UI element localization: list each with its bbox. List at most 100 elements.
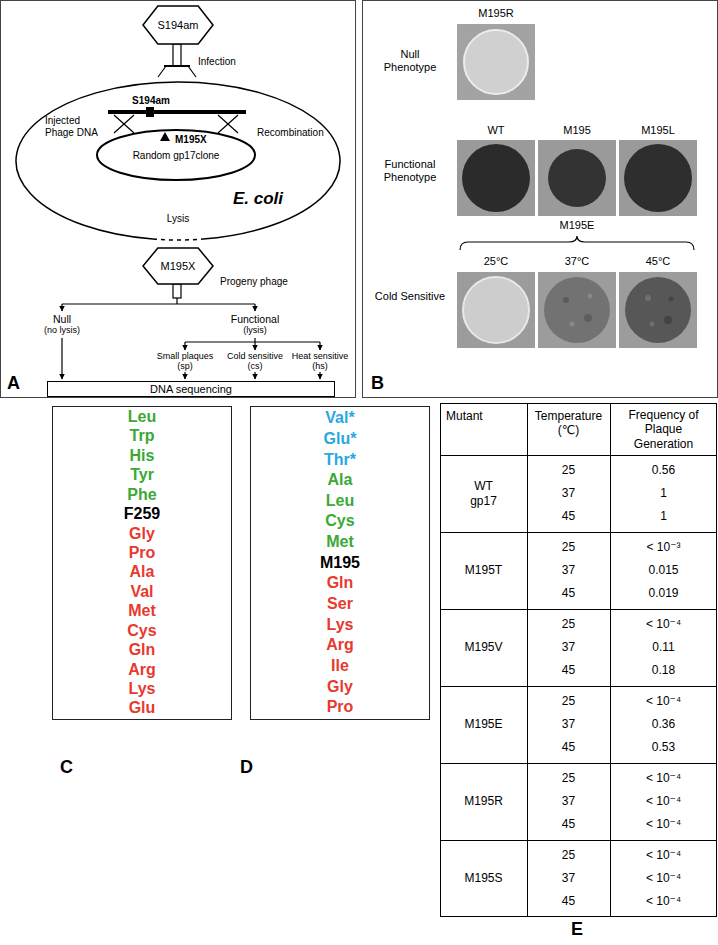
bracket bbox=[460, 236, 694, 250]
table-cell: < 10⁻⁴ bbox=[646, 871, 681, 885]
table-cell: 25 bbox=[562, 617, 575, 631]
residue-name: Cys bbox=[127, 622, 156, 640]
plaque-spot bbox=[462, 144, 530, 212]
node-text: S194am bbox=[132, 95, 170, 107]
ecoli-cell: Injected Phage DNAS194amRecombinationE. … bbox=[15, 81, 341, 241]
table-cell: 1 bbox=[660, 486, 667, 500]
plaque-spot bbox=[544, 277, 610, 343]
annotation-label: (hs) bbox=[312, 361, 328, 372]
table-cell: M195R bbox=[464, 794, 503, 808]
cell-outline bbox=[16, 82, 340, 239]
table-cell: M195E bbox=[464, 717, 502, 731]
crossover-line bbox=[114, 115, 134, 133]
plaque-spot bbox=[548, 149, 606, 207]
plate-image bbox=[457, 140, 535, 216]
residue-name: Phe bbox=[127, 486, 156, 504]
plate-image bbox=[538, 272, 616, 348]
flow-line bbox=[185, 341, 320, 342]
table-cell: Temperature (℃) bbox=[531, 409, 607, 438]
flow-arrow bbox=[184, 372, 185, 379]
table-rule bbox=[440, 686, 717, 687]
table-cell: 37 bbox=[562, 486, 575, 500]
residue-name: Met bbox=[128, 602, 156, 620]
table-cell: 37 bbox=[562, 563, 575, 577]
table-cell: 0.18 bbox=[652, 663, 675, 677]
crossover-line bbox=[114, 115, 134, 133]
table-cell: 37 bbox=[562, 640, 575, 654]
phage-tail bbox=[173, 284, 181, 298]
hexagon-outline bbox=[143, 6, 213, 44]
flow-arrow bbox=[254, 304, 255, 311]
table-cell: 37 bbox=[562, 794, 575, 808]
residue-name: Val bbox=[130, 583, 153, 601]
table-cell: M195T bbox=[465, 563, 502, 577]
table-cell: < 10⁻³ bbox=[646, 540, 680, 554]
mutation-mark bbox=[146, 107, 154, 117]
table-rule bbox=[440, 455, 717, 456]
node-text: M195X bbox=[175, 134, 207, 146]
table-rule bbox=[440, 532, 717, 533]
plate-image bbox=[619, 272, 697, 348]
table-cell: 25 bbox=[562, 771, 575, 785]
node-text: Injected Phage DNA bbox=[45, 115, 105, 139]
table-cell: 45 bbox=[562, 894, 575, 908]
annotation-label: (cs) bbox=[248, 361, 263, 372]
speckle bbox=[645, 295, 651, 301]
table-cell: 45 bbox=[562, 817, 575, 831]
table-cell: 0.53 bbox=[652, 740, 675, 754]
flow-arrow bbox=[254, 342, 255, 350]
residue-name: Lys bbox=[129, 680, 156, 698]
flow-arrow bbox=[319, 342, 320, 350]
node-text: E. coli bbox=[233, 189, 283, 209]
residue-name: Arg bbox=[326, 636, 354, 654]
table-cell: 0.56 bbox=[652, 463, 675, 477]
table-cell: Mutant bbox=[446, 409, 483, 423]
panel-letter: E bbox=[571, 919, 583, 941]
annotation-label: Infection bbox=[198, 56, 236, 68]
table-cell: Frequency of Plaque Generation bbox=[614, 408, 714, 451]
annotation-label: 37°C bbox=[565, 255, 590, 268]
speckle bbox=[588, 294, 593, 299]
residue-name: Ala bbox=[130, 563, 155, 581]
table-cell: 37 bbox=[562, 717, 575, 731]
speckle bbox=[570, 322, 575, 327]
panel-letter: D bbox=[240, 757, 253, 779]
table-cell: < 10⁻⁴ bbox=[646, 894, 681, 908]
plaque-spot bbox=[463, 277, 529, 343]
table-cell: 0.36 bbox=[652, 717, 675, 731]
table-cell: 0.11 bbox=[652, 640, 674, 654]
plate-image bbox=[619, 140, 697, 216]
residue-name: Cys bbox=[325, 512, 354, 530]
residue-name: Gly bbox=[327, 678, 353, 696]
residue-name: Pro bbox=[129, 544, 156, 562]
table-rule bbox=[440, 763, 717, 764]
table-cell: 0.015 bbox=[648, 563, 678, 577]
annotation-label: (sp) bbox=[177, 361, 193, 372]
phage-head: M195X bbox=[142, 247, 214, 285]
speckle bbox=[563, 297, 569, 303]
table-cell: < 10⁻⁴ bbox=[646, 771, 681, 785]
panel-letter: C bbox=[60, 757, 73, 779]
plasmid-clone: M195XRandom gp17clone bbox=[96, 129, 256, 181]
annotation-label: Heat sensitive bbox=[292, 351, 349, 362]
annotation-label: M195E bbox=[560, 219, 595, 232]
phage-dna bbox=[108, 110, 246, 114]
speckle bbox=[650, 322, 655, 327]
annotation-label: (lysis) bbox=[243, 325, 267, 336]
table-cell: 45 bbox=[562, 663, 575, 677]
node-text: A bbox=[7, 373, 20, 395]
annotation-label: M195 bbox=[563, 124, 591, 137]
residue-name: Val* bbox=[325, 409, 354, 427]
residue-name: Leu bbox=[128, 408, 156, 426]
speckle bbox=[664, 316, 672, 324]
table-cell: 25 bbox=[562, 540, 575, 554]
annotation-label: Functional bbox=[231, 313, 279, 326]
plate-image bbox=[457, 272, 535, 348]
table-cell: M195S bbox=[464, 871, 502, 885]
table-rule bbox=[610, 403, 611, 917]
table-cell: M195V bbox=[464, 640, 502, 654]
table-cell: 0.019 bbox=[648, 586, 678, 600]
annotation-label: Cold sensitive bbox=[227, 351, 283, 362]
mutation-triangle bbox=[160, 132, 170, 141]
